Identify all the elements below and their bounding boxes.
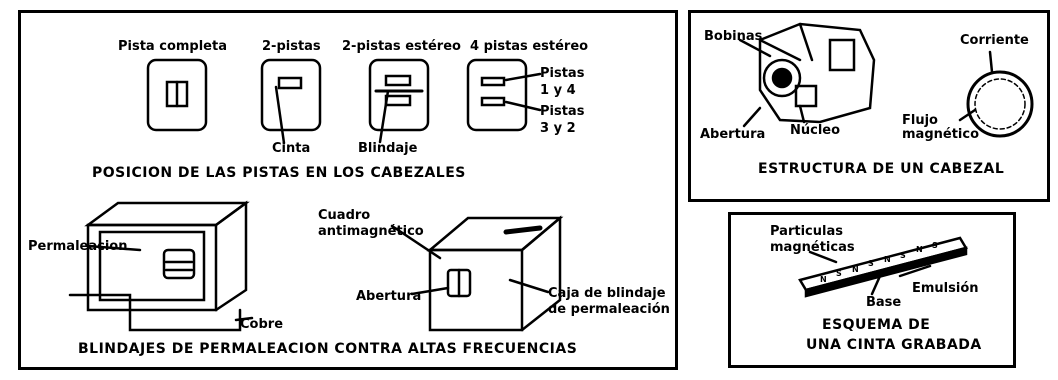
svg-text:S: S — [900, 251, 906, 260]
permalloy-shield-drawing — [68, 200, 254, 332]
label-abertura-cabezal: Abertura — [700, 127, 766, 142]
label-bobinas: Bobinas — [704, 29, 763, 44]
label-base: Base — [866, 295, 902, 310]
label-cuadro-antimagnetico: Cuadro antimagnético — [318, 208, 424, 239]
label-cobre: Cobre — [240, 317, 284, 332]
label-nucleo: Núcleo — [790, 123, 841, 138]
caption-estructura-cabezal: ESTRUCTURA DE UN CABEZAL — [758, 161, 1005, 177]
svg-text:S: S — [868, 259, 874, 268]
shield-cube-drawing — [390, 215, 564, 332]
svg-text:N: N — [852, 265, 859, 274]
label-4-pistas-estereo: 4 pistas estéreo — [470, 39, 589, 54]
label-pistas-1-4: Pistas 1 y 4 — [540, 66, 585, 98]
label-abertura-caja: Abertura — [356, 289, 422, 304]
svg-text:S: S — [932, 241, 938, 250]
label-pistas-3-2: Pistas 3 y 2 — [540, 104, 585, 136]
svg-text:N: N — [884, 255, 891, 264]
head-structure-drawing — [738, 22, 1034, 138]
label-particulas: Particulas magnéticas — [770, 224, 855, 255]
caption-blindajes: BLINDAJES DE PERMALEACION CONTRA ALTAS F… — [78, 341, 578, 357]
label-permaleacion: Permaleacion — [28, 239, 128, 254]
head-2-track-stereo — [368, 58, 430, 144]
head-4-track-stereo — [466, 58, 542, 132]
label-cinta: Cinta — [272, 141, 311, 156]
svg-text:S: S — [836, 269, 842, 278]
tape-panel — [728, 212, 1016, 368]
tape-strip-drawing — [798, 236, 968, 298]
label-blindaje: Blindaje — [358, 141, 418, 156]
label-corriente: Corriente — [960, 33, 1029, 48]
label-flujo-magnetico: Flujo magnético — [902, 113, 980, 143]
caption-posicion-pistas: POSICION DE LAS PISTAS EN LOS CABEZALES — [92, 165, 466, 181]
head-full-track — [146, 58, 208, 132]
head-structure-panel — [688, 10, 1050, 202]
head-2-track — [260, 58, 322, 145]
caption-cinta-grabada: UNA CINTA GRABADA — [806, 337, 982, 353]
svg-text:N: N — [820, 275, 827, 284]
tracks-shielding-panel — [18, 10, 678, 370]
label-pista-completa: Pista completa — [118, 39, 227, 54]
label-2-pistas: 2-pistas — [262, 39, 321, 54]
caption-esquema: ESQUEMA DE — [822, 317, 931, 333]
svg-text:N: N — [916, 245, 923, 254]
label-caja-blindaje: Caja de blindaje de permaleación — [548, 286, 670, 317]
label-emulsion: Emulsión — [912, 281, 979, 296]
label-2-pistas-estereo: 2-pistas estéreo — [342, 39, 461, 54]
